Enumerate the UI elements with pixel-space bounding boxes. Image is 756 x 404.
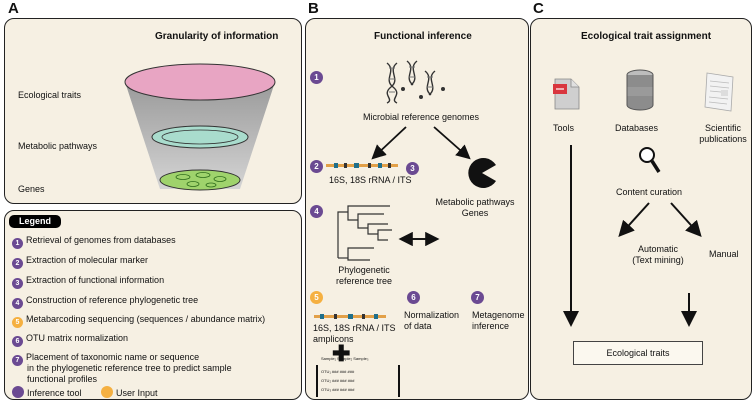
legend-key-inference-text: Inference tool xyxy=(27,388,82,398)
ecological-traits-result-box: Ecological traits xyxy=(573,341,703,365)
metagenome-line1: Metagenome xyxy=(472,310,525,320)
plus-icon: ✚ xyxy=(332,341,351,366)
amplicons-line2: amplicons xyxy=(313,334,354,344)
database-icon xyxy=(626,69,654,111)
legend-key-user: User Input xyxy=(101,386,158,399)
panel-b-arrows xyxy=(371,126,471,247)
legend-item-1-text: Retrieval of genomes from databases xyxy=(26,235,176,245)
funnel-top-ellipse xyxy=(124,63,276,101)
pacman-icon xyxy=(468,158,496,188)
genomes-label: Microbial reference genomes xyxy=(362,112,480,122)
panel-b-functional-inference: Functional inference 1 Microbial referen… xyxy=(305,18,529,400)
publications-line1: Scientific xyxy=(704,123,741,133)
step-7-marker: 7 xyxy=(471,291,484,304)
step-7-badge: 7 xyxy=(12,355,23,366)
legend-item-7-line2: in the phylogenetic reference tree to pr… xyxy=(27,363,232,373)
dna-genomes-icon xyxy=(386,60,445,104)
amplicons-line1: 16S, 18S rRNA / ITS xyxy=(313,323,396,333)
step-2-badge: 2 xyxy=(12,258,23,269)
panel-b-title: Functional inference xyxy=(374,31,472,42)
legend-item-7-line3: functional profiles xyxy=(27,374,98,384)
legend-key-inference: Inference tool xyxy=(12,386,82,399)
phylogenetic-tree-icon xyxy=(337,205,392,261)
step-4-badge: 4 xyxy=(12,298,23,309)
inference-tool-swatch xyxy=(12,386,24,398)
matrix-row-1: OTU₁ ### ### ### xyxy=(321,369,355,374)
level-ecological-traits: Ecological traits xyxy=(18,90,82,100)
metagenome-line2: inference xyxy=(472,321,510,331)
amplicon-bar-icon xyxy=(314,314,386,319)
legend-item-3-text: Extraction of functional information xyxy=(26,275,165,285)
step-2-marker: 2 xyxy=(310,160,323,173)
level-metabolic-pathways: Metabolic pathways xyxy=(18,141,98,151)
legend-item-6-text: OTU matrix normalization xyxy=(26,333,129,343)
panel-c-ecological-trait: Ecological trait assignment Tools Databa… xyxy=(530,18,752,400)
legend-item-2-text: Extraction of molecular marker xyxy=(26,255,149,265)
pathways-line1: Metabolic pathways xyxy=(435,197,515,207)
step-5-marker: 5 xyxy=(310,291,323,304)
panel-b-letter: B xyxy=(308,0,319,17)
step-3-badge: 3 xyxy=(12,278,23,289)
panel-a-granularity: Granularity of information Ecological tr… xyxy=(4,18,302,204)
panel-a-title: Granularity of information xyxy=(155,31,279,42)
matrix-row-2: OTU₂ ### ### ### xyxy=(321,378,355,383)
step-1-marker: 1 xyxy=(310,71,323,84)
manual-label: Manual xyxy=(709,249,739,259)
pathways-line2: Genes xyxy=(461,208,489,218)
tree-line1: Phylogenetic xyxy=(338,265,390,275)
tools-document-icon xyxy=(553,78,580,110)
marker-label: 16S, 18S rRNA / ITS xyxy=(329,175,412,185)
step-1-badge: 1 xyxy=(12,238,23,249)
panel-c-title: Ecological trait assignment xyxy=(581,31,712,42)
matrix-row-3: OTU₃ ### ### ### xyxy=(321,387,355,392)
normalization-line2: of data xyxy=(404,321,432,331)
legend-item-4-text: Construction of reference phylogenetic t… xyxy=(26,295,199,305)
panel-c-letter: C xyxy=(533,0,544,17)
legend-item-5-text: Metabarcoding sequencing (sequences / ab… xyxy=(26,314,266,324)
step-5-badge: 5 xyxy=(12,317,23,328)
legend-item-7-text: Placement of taxonomic name or sequence xyxy=(26,352,200,362)
granularity-funnel xyxy=(124,63,276,191)
legend-title: Legend xyxy=(9,215,61,228)
legend-key-user-text: User Input xyxy=(116,388,158,398)
step-6-marker: 6 xyxy=(407,291,420,304)
automatic-line2: (Text mining) xyxy=(632,255,684,265)
matrix-header: Sample₁ Sample₂ Sample₃ xyxy=(321,356,369,361)
level-genes: Genes xyxy=(18,184,45,194)
step-6-badge: 6 xyxy=(12,336,23,347)
user-input-swatch xyxy=(101,386,113,398)
step-4-marker: 4 xyxy=(310,205,323,218)
panel-a-letter: A xyxy=(8,0,19,17)
normalization-line1: Normalization xyxy=(404,310,460,320)
publications-icon xyxy=(704,72,734,112)
tree-line2: reference tree xyxy=(335,276,393,286)
otu-matrix-icon: Sample₁ Sample₂ Sample₃ OTU₁ ### ### ###… xyxy=(316,356,400,397)
magnifier-icon xyxy=(639,147,661,173)
tools-label: Tools xyxy=(553,123,575,133)
publications-line2: publications xyxy=(699,134,747,144)
panel-c-arrows xyxy=(563,145,702,327)
automatic-line1: Automatic xyxy=(637,244,679,254)
step-3-marker: 3 xyxy=(406,162,419,175)
content-curation-label: Content curation xyxy=(615,187,683,197)
marker-gene-bar-icon xyxy=(326,163,398,168)
databases-label: Databases xyxy=(615,123,659,133)
